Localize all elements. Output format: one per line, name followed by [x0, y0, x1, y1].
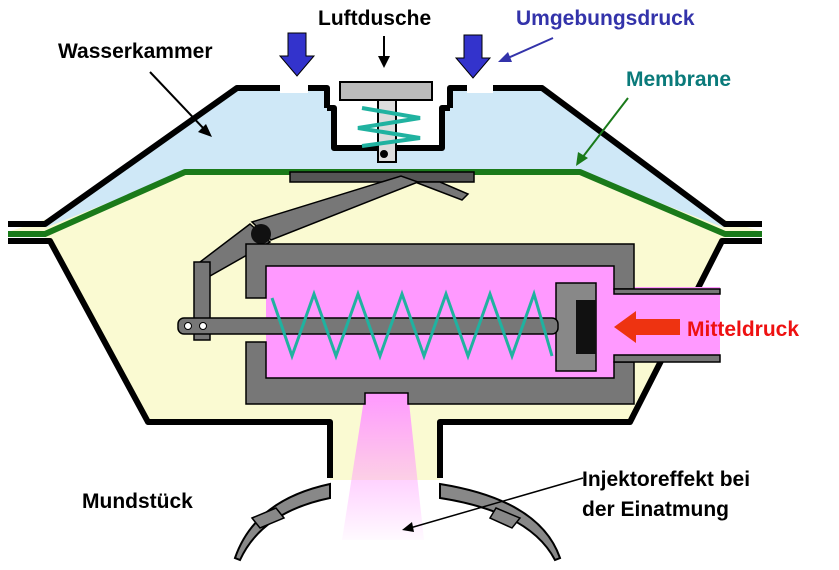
- mitteldruck-arrow: [614, 311, 680, 343]
- valve-body: [245, 243, 721, 405]
- label-luftdusche: Luftdusche: [318, 7, 431, 30]
- label-mundstueck: Mundstück: [82, 490, 193, 513]
- label-membrane: Membrane: [626, 68, 731, 91]
- umgebungsdruck-arrows: [278, 32, 492, 79]
- purge-spring: [357, 106, 421, 148]
- annotation-lines: [149, 36, 629, 532]
- mouthpiece: [233, 482, 562, 562]
- lever-arm: [193, 175, 421, 341]
- housing-outline: [8, 85, 762, 478]
- valve-poppet: [555, 282, 597, 372]
- purge-button: [339, 81, 433, 163]
- label-injektor-line2: der Einatmung: [582, 498, 729, 521]
- lever-pivot: [251, 224, 271, 244]
- label-wasserkammer: Wasserkammer: [58, 40, 213, 63]
- valve-spring: [270, 289, 554, 361]
- label-mitteldruck: Mitteldruck: [687, 318, 799, 341]
- injector-jet: [342, 393, 424, 540]
- label-injektor-line1: Injektoreffekt bei: [582, 468, 750, 491]
- label-umgebungsdruck: Umgebungsdruck: [516, 7, 695, 30]
